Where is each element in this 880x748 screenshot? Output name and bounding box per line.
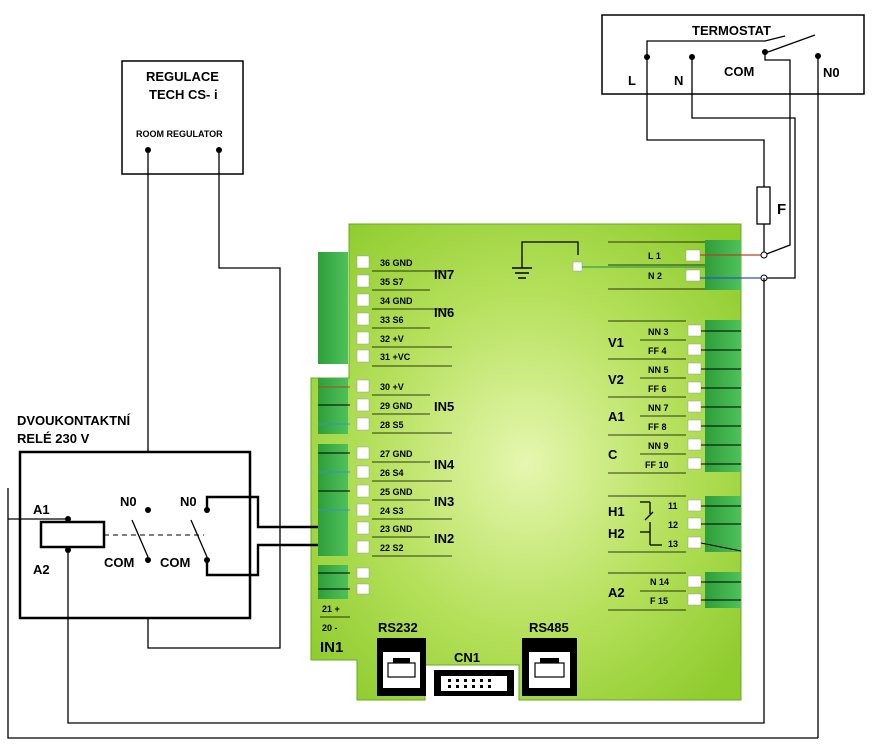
terminal-33: 33 S6 — [380, 315, 404, 325]
in5-label: IN5 — [434, 399, 454, 414]
terminal-27: 27 GND — [380, 449, 413, 459]
h2-label: H2 — [608, 526, 625, 541]
in3-label: IN3 — [434, 494, 454, 509]
earth-icon — [512, 241, 583, 279]
terminal-30: 30 +V — [380, 382, 404, 392]
terminal-13: 13 — [668, 539, 678, 549]
thermostat-title: TERMOSTAT — [692, 23, 771, 38]
relay-com1-label: COM — [104, 555, 134, 570]
terminal-5: NN 5 — [648, 365, 669, 375]
terminal-28: 28 S5 — [380, 420, 404, 430]
a1-output-label: A1 — [608, 409, 625, 424]
regulator-title-1: REGULACE — [146, 69, 219, 84]
relay-coil-icon — [39, 520, 106, 549]
terminal-10: FF 10 — [645, 460, 669, 470]
connector-block-in4-in2 — [318, 444, 348, 556]
relay-title-1: DVOUKONTAKTNÍ — [17, 413, 131, 428]
v1-label: V1 — [608, 335, 624, 350]
relay-a1-label: A1 — [33, 502, 50, 517]
terminal-31: 31 +VC — [380, 352, 411, 362]
connector-block-in7-in6 — [318, 252, 348, 364]
in1-label: IN1 — [320, 639, 343, 656]
cn1-label: CN1 — [454, 650, 480, 665]
in2-label: IN2 — [434, 531, 454, 546]
regulator-wires — [147, 150, 281, 649]
terminal-26: 26 S4 — [380, 468, 404, 478]
terminal-11: 11 — [668, 501, 678, 511]
terminal-3: NN 3 — [648, 327, 669, 337]
controller-board — [310, 223, 742, 701]
terminal-25: 25 GND — [380, 487, 413, 497]
regulator-title-2: TECH CS- i — [149, 87, 218, 102]
terminal-20: 20 - — [322, 623, 338, 633]
terminal-12: 12 — [668, 520, 678, 530]
terminal-6: FF 6 — [648, 384, 667, 394]
c-label: C — [608, 447, 618, 462]
terminal-35: 35 S7 — [380, 277, 404, 287]
terminal-8: FF 8 — [648, 422, 667, 432]
in4-label: IN4 — [434, 457, 455, 472]
h1-label: H1 — [608, 504, 625, 519]
terminal-24: 24 S3 — [380, 506, 404, 516]
relay-to-board-wires — [205, 495, 318, 577]
terminal-23: 23 GND — [380, 524, 413, 534]
cn1-connector-icon — [434, 670, 514, 696]
relay-contact-icon — [640, 501, 662, 546]
terminal-29: 29 GND — [380, 401, 413, 411]
rs485-label: RS485 — [529, 620, 569, 635]
in7-label: IN7 — [434, 267, 454, 282]
rs232-label: RS232 — [378, 620, 418, 635]
left-terminal-strip: 36 GND 35 S7 34 GND 33 S6 32 +V 31 +VC 3… — [356, 255, 452, 595]
terminal-36: 36 GND — [380, 258, 413, 268]
thermostat-wires — [646, 52, 819, 738]
thermostat-no-label: N0 — [823, 65, 840, 80]
terminal-14: N 14 — [650, 577, 669, 587]
coil-supply-wires — [7, 278, 818, 739]
connector-block-power — [705, 240, 741, 290]
connector-block-outputs — [705, 320, 741, 472]
terminal-21: 21 + — [322, 604, 340, 614]
terminal-9: NN 9 — [648, 441, 669, 451]
terminal-1: L 1 — [648, 251, 661, 261]
relay-contact-1-icon — [131, 507, 151, 563]
regulator-box — [121, 60, 244, 175]
relay-no2-label: N0 — [180, 494, 197, 509]
terminal-22: 22 S2 — [380, 543, 404, 553]
left-wire-stubs — [318, 386, 350, 590]
thermostat-n-label: N — [674, 73, 683, 88]
right-terminal-strip: L 1 N 2 NN 3 FF 4 NN 5 FF 6 NN 7 FF 8 NN… — [608, 249, 762, 611]
terminal-4: FF 4 — [648, 346, 667, 356]
fuse-icon — [756, 186, 771, 225]
thermostat-l-label: L — [628, 73, 636, 88]
fuse-label: F — [777, 201, 786, 218]
connector-block-in5 — [318, 378, 348, 434]
terminal-32: 32 +V — [380, 334, 404, 344]
rs232-port-icon — [377, 638, 426, 696]
relay-no1-label: N0 — [120, 494, 137, 509]
relay-a2-label: A2 — [33, 562, 50, 577]
terminal-34: 34 GND — [380, 296, 413, 306]
v2-label: V2 — [608, 372, 624, 387]
relay-title-2: RELÉ 230 V — [17, 431, 90, 446]
thermostat-com-label: COM — [724, 64, 754, 79]
rs485-port-icon — [522, 638, 577, 696]
connector-block-in1 — [318, 565, 348, 599]
connector-block-a2 — [705, 572, 741, 608]
terminal-2: N 2 — [648, 271, 662, 281]
terminal-7: NN 7 — [648, 403, 669, 413]
relay-com2-label: COM — [160, 555, 190, 570]
a2-output-label: A2 — [608, 585, 625, 600]
terminal-15: F 15 — [650, 596, 668, 606]
in6-label: IN6 — [434, 305, 454, 320]
regulator-sub: ROOM REGULATOR — [136, 129, 223, 139]
